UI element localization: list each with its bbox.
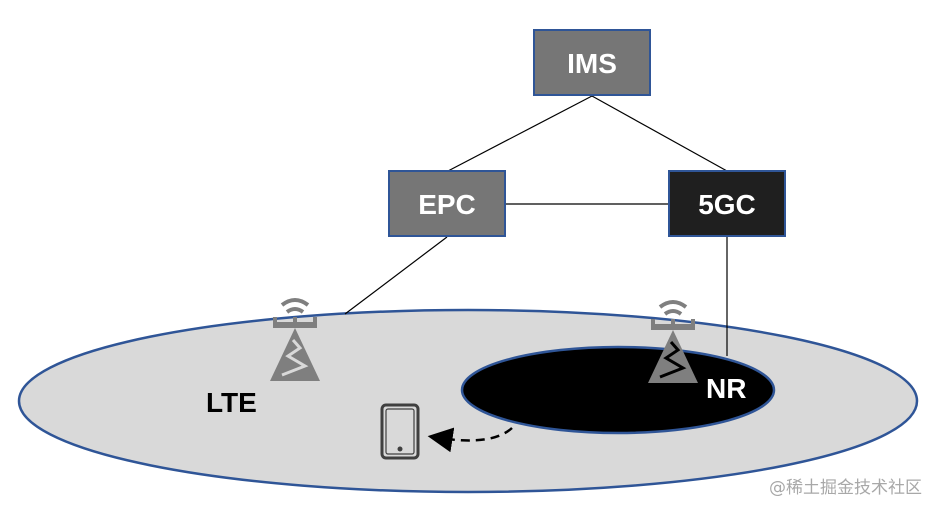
nr-coverage-area bbox=[460, 345, 776, 435]
nr-tower-icon bbox=[648, 300, 698, 383]
mobile-device-icon bbox=[380, 403, 420, 460]
node-5gc-label: 5GC bbox=[698, 189, 756, 220]
node-ims[interactable]: IMS bbox=[533, 29, 651, 96]
lte-tower-icon bbox=[270, 298, 320, 381]
handover-arrow-icon bbox=[427, 427, 513, 453]
lte-label: LTE bbox=[206, 387, 257, 418]
edge-ims-5gc bbox=[591, 95, 728, 172]
node-epc-label: EPC bbox=[418, 189, 476, 220]
edge-epc-lte bbox=[344, 236, 448, 315]
edge-ims-epc bbox=[447, 95, 593, 172]
nr-label: NR bbox=[706, 373, 746, 404]
node-5gc[interactable]: 5GC bbox=[668, 170, 786, 237]
watermark: @稀土掘金技术社区 bbox=[769, 478, 922, 498]
node-epc[interactable]: EPC bbox=[388, 170, 506, 237]
node-ims-label: IMS bbox=[567, 48, 617, 79]
